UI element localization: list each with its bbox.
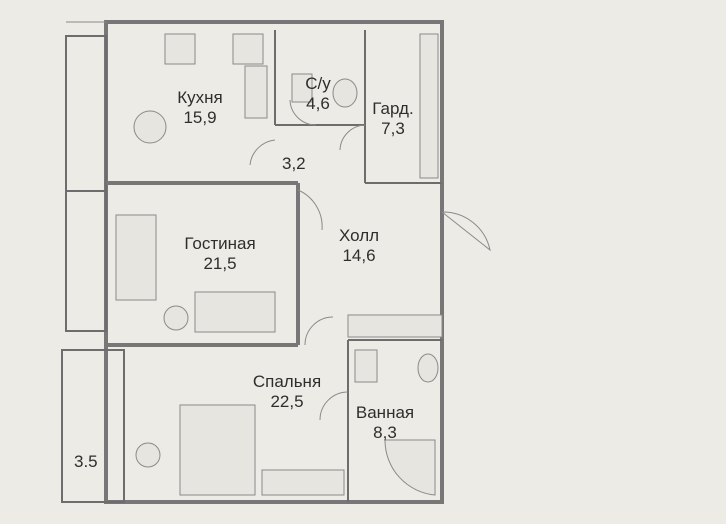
room-area-bedroom: 22,5 [270, 392, 304, 411]
room-name-bathroom: Ванная [355, 403, 415, 422]
bath-sink [354, 349, 378, 383]
room-area-hall: 14,6 [342, 246, 376, 265]
stove [164, 33, 196, 65]
door-wardrobe [339, 124, 366, 151]
room-label-kitchen: Кухня 15,9 [177, 88, 223, 128]
door-bedroom [304, 316, 334, 346]
room-label-bathroom: Ванная 8,3 [356, 403, 414, 443]
room-name-living: Гостиная [184, 234, 256, 253]
room-label-bedroom: Спальня 22,5 [253, 372, 321, 412]
room-area-balcony: 3.5 [74, 452, 98, 471]
living-window [65, 190, 107, 332]
bedroom-chair [135, 442, 161, 468]
bath-toilet [417, 353, 439, 383]
door-wc [289, 99, 317, 126]
room-area-corridor: 3,2 [282, 154, 306, 173]
room-area-wardrobe: 7,3 [381, 119, 405, 138]
door-bathroom [319, 391, 349, 421]
room-label-wc: С/у 4,6 [305, 74, 331, 114]
interior-walls [106, 30, 442, 502]
toilet [332, 78, 358, 108]
doors [249, 99, 491, 421]
room-label-living: Гостиная 21,5 [184, 234, 255, 274]
kitchen-counter [244, 65, 268, 119]
wc-sink [291, 73, 313, 103]
room-area-kitchen: 15,9 [183, 108, 217, 127]
wardrobe-rack [419, 33, 439, 179]
room-area-living: 21,5 [203, 254, 237, 273]
room-name-kitchen: Кухня [177, 88, 223, 107]
room-name-wardrobe: Гард. [372, 99, 414, 118]
room-area-bathroom: 8,3 [373, 423, 397, 442]
sofa [194, 291, 276, 333]
door-kitchen [249, 139, 276, 166]
hall-wardrobe [347, 314, 443, 338]
entrance-door [441, 211, 491, 252]
dining-table [115, 214, 157, 301]
room-label-hall: Холл 14,6 [339, 226, 379, 266]
dining-table-round [133, 110, 167, 144]
kitchen-sink [232, 33, 264, 65]
room-area-wc: 4,6 [306, 94, 330, 113]
bed [179, 404, 256, 496]
outer-walls [61, 20, 444, 504]
room-name-wc: С/у [305, 74, 331, 93]
bathtub [384, 439, 436, 496]
room-name-bedroom: Спальня [252, 372, 322, 391]
coffee-table [163, 305, 189, 331]
bedroom-dresser [261, 469, 345, 496]
room-label-wardrobe: Гард. 7,3 [372, 99, 413, 139]
loggia-window [65, 35, 107, 192]
balcony-outline [61, 349, 125, 503]
room-name-hall: Холл [338, 226, 380, 245]
furniture [115, 33, 443, 496]
door-living [297, 189, 323, 231]
